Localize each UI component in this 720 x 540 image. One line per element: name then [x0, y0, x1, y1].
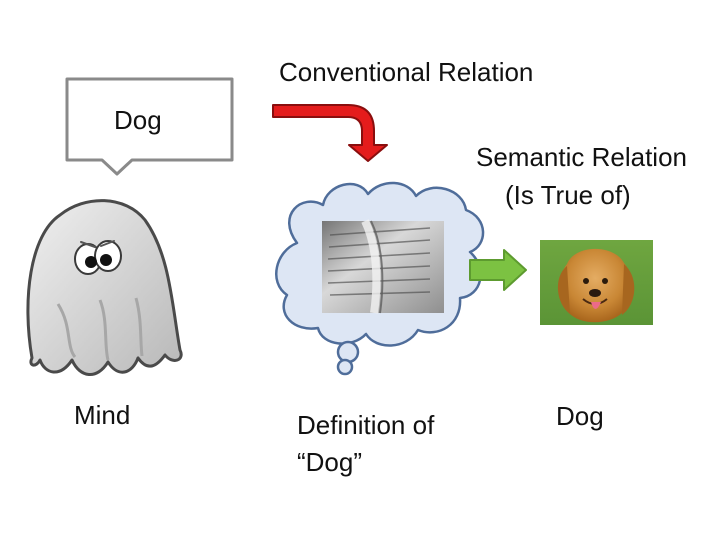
semantic-relation-sublabel: (Is True of)	[505, 180, 631, 210]
mind-label: Mind	[74, 400, 131, 430]
definition-label-line1: Definition of	[297, 410, 435, 440]
dog-label: Dog	[556, 401, 604, 431]
semantic-relation-label: Semantic Relation	[476, 142, 687, 172]
speech-bubble-text: Dog	[114, 105, 162, 135]
conventional-relation-label: Conventional Relation	[279, 57, 534, 87]
definition-label-line2: “Dog”	[297, 447, 363, 477]
